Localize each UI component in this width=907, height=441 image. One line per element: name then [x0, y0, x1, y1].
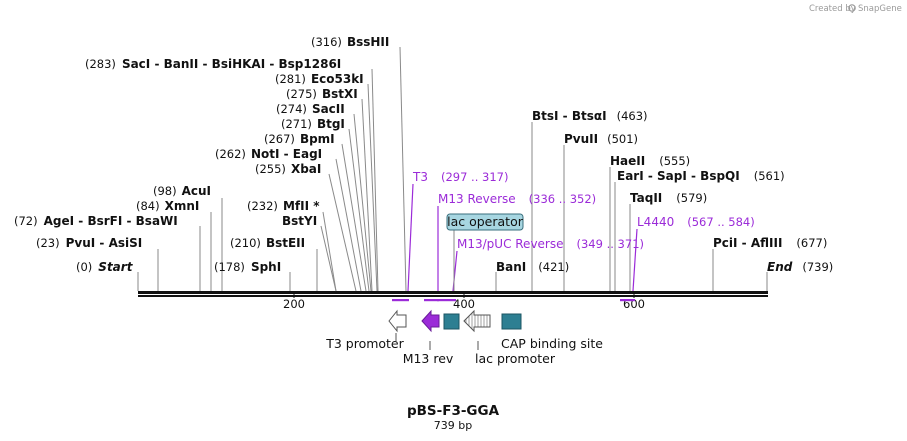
primer-label-t3[interactable]: T3(297 .. 317) — [412, 170, 508, 184]
site-label-eari-group[interactable]: EarI - SapI - BspQI(561) — [617, 169, 785, 183]
features-track: T3 promoter M13 rev lac promoter CAP bin… — [325, 309, 603, 366]
backbone-top-strand — [138, 291, 768, 294]
site-label-btgi[interactable]: (271)BtgI — [281, 117, 345, 131]
snapgene-logo-icon — [848, 4, 856, 12]
site-label-saci-group[interactable]: (283)SacI - BanII - BsiHKAI - Bsp1286I — [85, 57, 341, 71]
leader-bsshii — [399, 46, 407, 292]
site-label-bstyi[interactable]: BstYI — [282, 214, 317, 228]
backbone-bottom-strand — [138, 295, 768, 297]
site-label-taqii[interactable]: TaqII(579) — [630, 191, 707, 205]
primer-bar-m13-reverse[interactable] — [424, 299, 439, 302]
site-label-xmni[interactable]: (84)XmnI — [136, 199, 199, 213]
primer-bar-l4440[interactable] — [620, 299, 635, 302]
site-leader-lines — [137, 46, 768, 292]
plasmid-length: 739 bp — [434, 419, 472, 432]
tick-label-200: 200 — [283, 297, 305, 311]
site-label-xbai[interactable]: (255)XbaI — [255, 162, 321, 176]
feature-label-t3-promoter: T3 promoter — [325, 336, 404, 351]
lac-operator-box — [446, 213, 524, 231]
leader-xbai — [328, 173, 357, 292]
site-label-sacii[interactable]: (274)SacII — [276, 102, 345, 116]
cap-binding-site-box[interactable] — [501, 313, 522, 330]
leader-mfli — [322, 211, 337, 292]
tick-label-400: 400 — [453, 297, 475, 311]
site-label-bsteii[interactable]: (210)BstEII — [230, 236, 305, 250]
site-label-pvui-group[interactable]: (23)PvuI - AsiSI — [36, 236, 142, 250]
site-label-bpmi[interactable]: (267)BpmI — [264, 132, 335, 146]
site-labels-left: (316)BssHII (283)SacI - BanII - BsiHKAI … — [14, 35, 389, 274]
leader-noti — [335, 158, 362, 292]
site-label-bani[interactable]: BanI(421) — [496, 260, 569, 274]
feature-label-m13-rev: M13 rev — [403, 351, 454, 366]
site-label-end[interactable]: End(739) — [767, 260, 833, 274]
primer-label-l4440[interactable]: L4440(567 .. 584) — [637, 215, 755, 229]
lac-promoter-arrow[interactable] — [463, 309, 491, 333]
leader-primer-l4440 — [632, 228, 638, 292]
site-label-mfli[interactable]: (232)MfII * — [247, 199, 320, 213]
primer-leader-lines — [407, 183, 638, 292]
site-label-bstxi[interactable]: (275)BstXI — [286, 87, 358, 101]
site-label-start[interactable]: (0)Start — [76, 260, 134, 274]
sequence-backbone: 200 400 600 — [138, 291, 768, 311]
credit: Created by SnapGene — [809, 4, 902, 14]
site-label-eco53ki[interactable]: (281)Eco53kI — [275, 72, 364, 86]
site-label-acui[interactable]: (98)AcuI — [153, 184, 211, 198]
credit-brand: SnapGene — [858, 4, 902, 14]
leader-saci — [371, 68, 379, 292]
lac-operator[interactable]: lac operator — [446, 213, 524, 291]
site-label-haeii[interactable]: HaeII(555) — [610, 154, 690, 168]
feature-label-cap-binding-site: CAP binding site — [501, 336, 603, 351]
site-label-pcii-group[interactable]: PciI - AflIII(677) — [713, 236, 827, 250]
site-label-agei-group[interactable]: (72)AgeI - BsrFI - BsaWI — [14, 214, 178, 228]
lac-operator-label: lac operator — [447, 214, 524, 229]
map-title: pBS-F3-GGA 739 bp — [407, 403, 500, 432]
leader-sacii — [353, 113, 372, 292]
leader-bstxi — [361, 98, 373, 292]
feature-label-lac-promoter: lac promoter — [475, 351, 556, 366]
site-labels-right: BtsI - BtsαI(463) PvuII(501) HaeII(555) … — [496, 109, 833, 274]
leader-eco53ki — [367, 83, 378, 292]
leader-bstyi — [320, 225, 337, 292]
plasmid-name: pBS-F3-GGA — [407, 403, 500, 419]
primer-labels: T3(297 .. 317) M13 Reverse(336 .. 352) M… — [412, 170, 755, 251]
leader-bpmi — [341, 143, 367, 292]
site-label-sphi[interactable]: (178)SphI — [214, 260, 281, 274]
site-label-noti[interactable]: (262)NotI - EagI — [215, 147, 322, 161]
primer-label-m13-puc-reverse[interactable]: M13/pUC Reverse(349 .. 371) — [457, 237, 644, 251]
lac-operator-feature-box[interactable] — [443, 313, 460, 330]
site-label-bsshii[interactable]: (316)BssHII — [311, 35, 389, 49]
primer-label-m13-reverse[interactable]: M13 Reverse(336 .. 352) — [438, 192, 596, 206]
leader-primer-t3 — [407, 183, 414, 292]
t3-promoter-arrow[interactable] — [388, 309, 407, 333]
credit-created-by: Created by — [809, 4, 856, 14]
primer-bar-t3[interactable] — [392, 299, 409, 302]
primer-bar-m13-puc-reverse[interactable] — [437, 299, 456, 302]
site-label-btsi[interactable]: BtsI - BtsαI(463) — [532, 109, 648, 123]
leader-btgi — [348, 128, 370, 292]
site-label-pvuii[interactable]: PvuII(501) — [564, 132, 638, 146]
primer-bars — [392, 299, 635, 302]
m13-rev-arrow[interactable] — [421, 309, 440, 333]
